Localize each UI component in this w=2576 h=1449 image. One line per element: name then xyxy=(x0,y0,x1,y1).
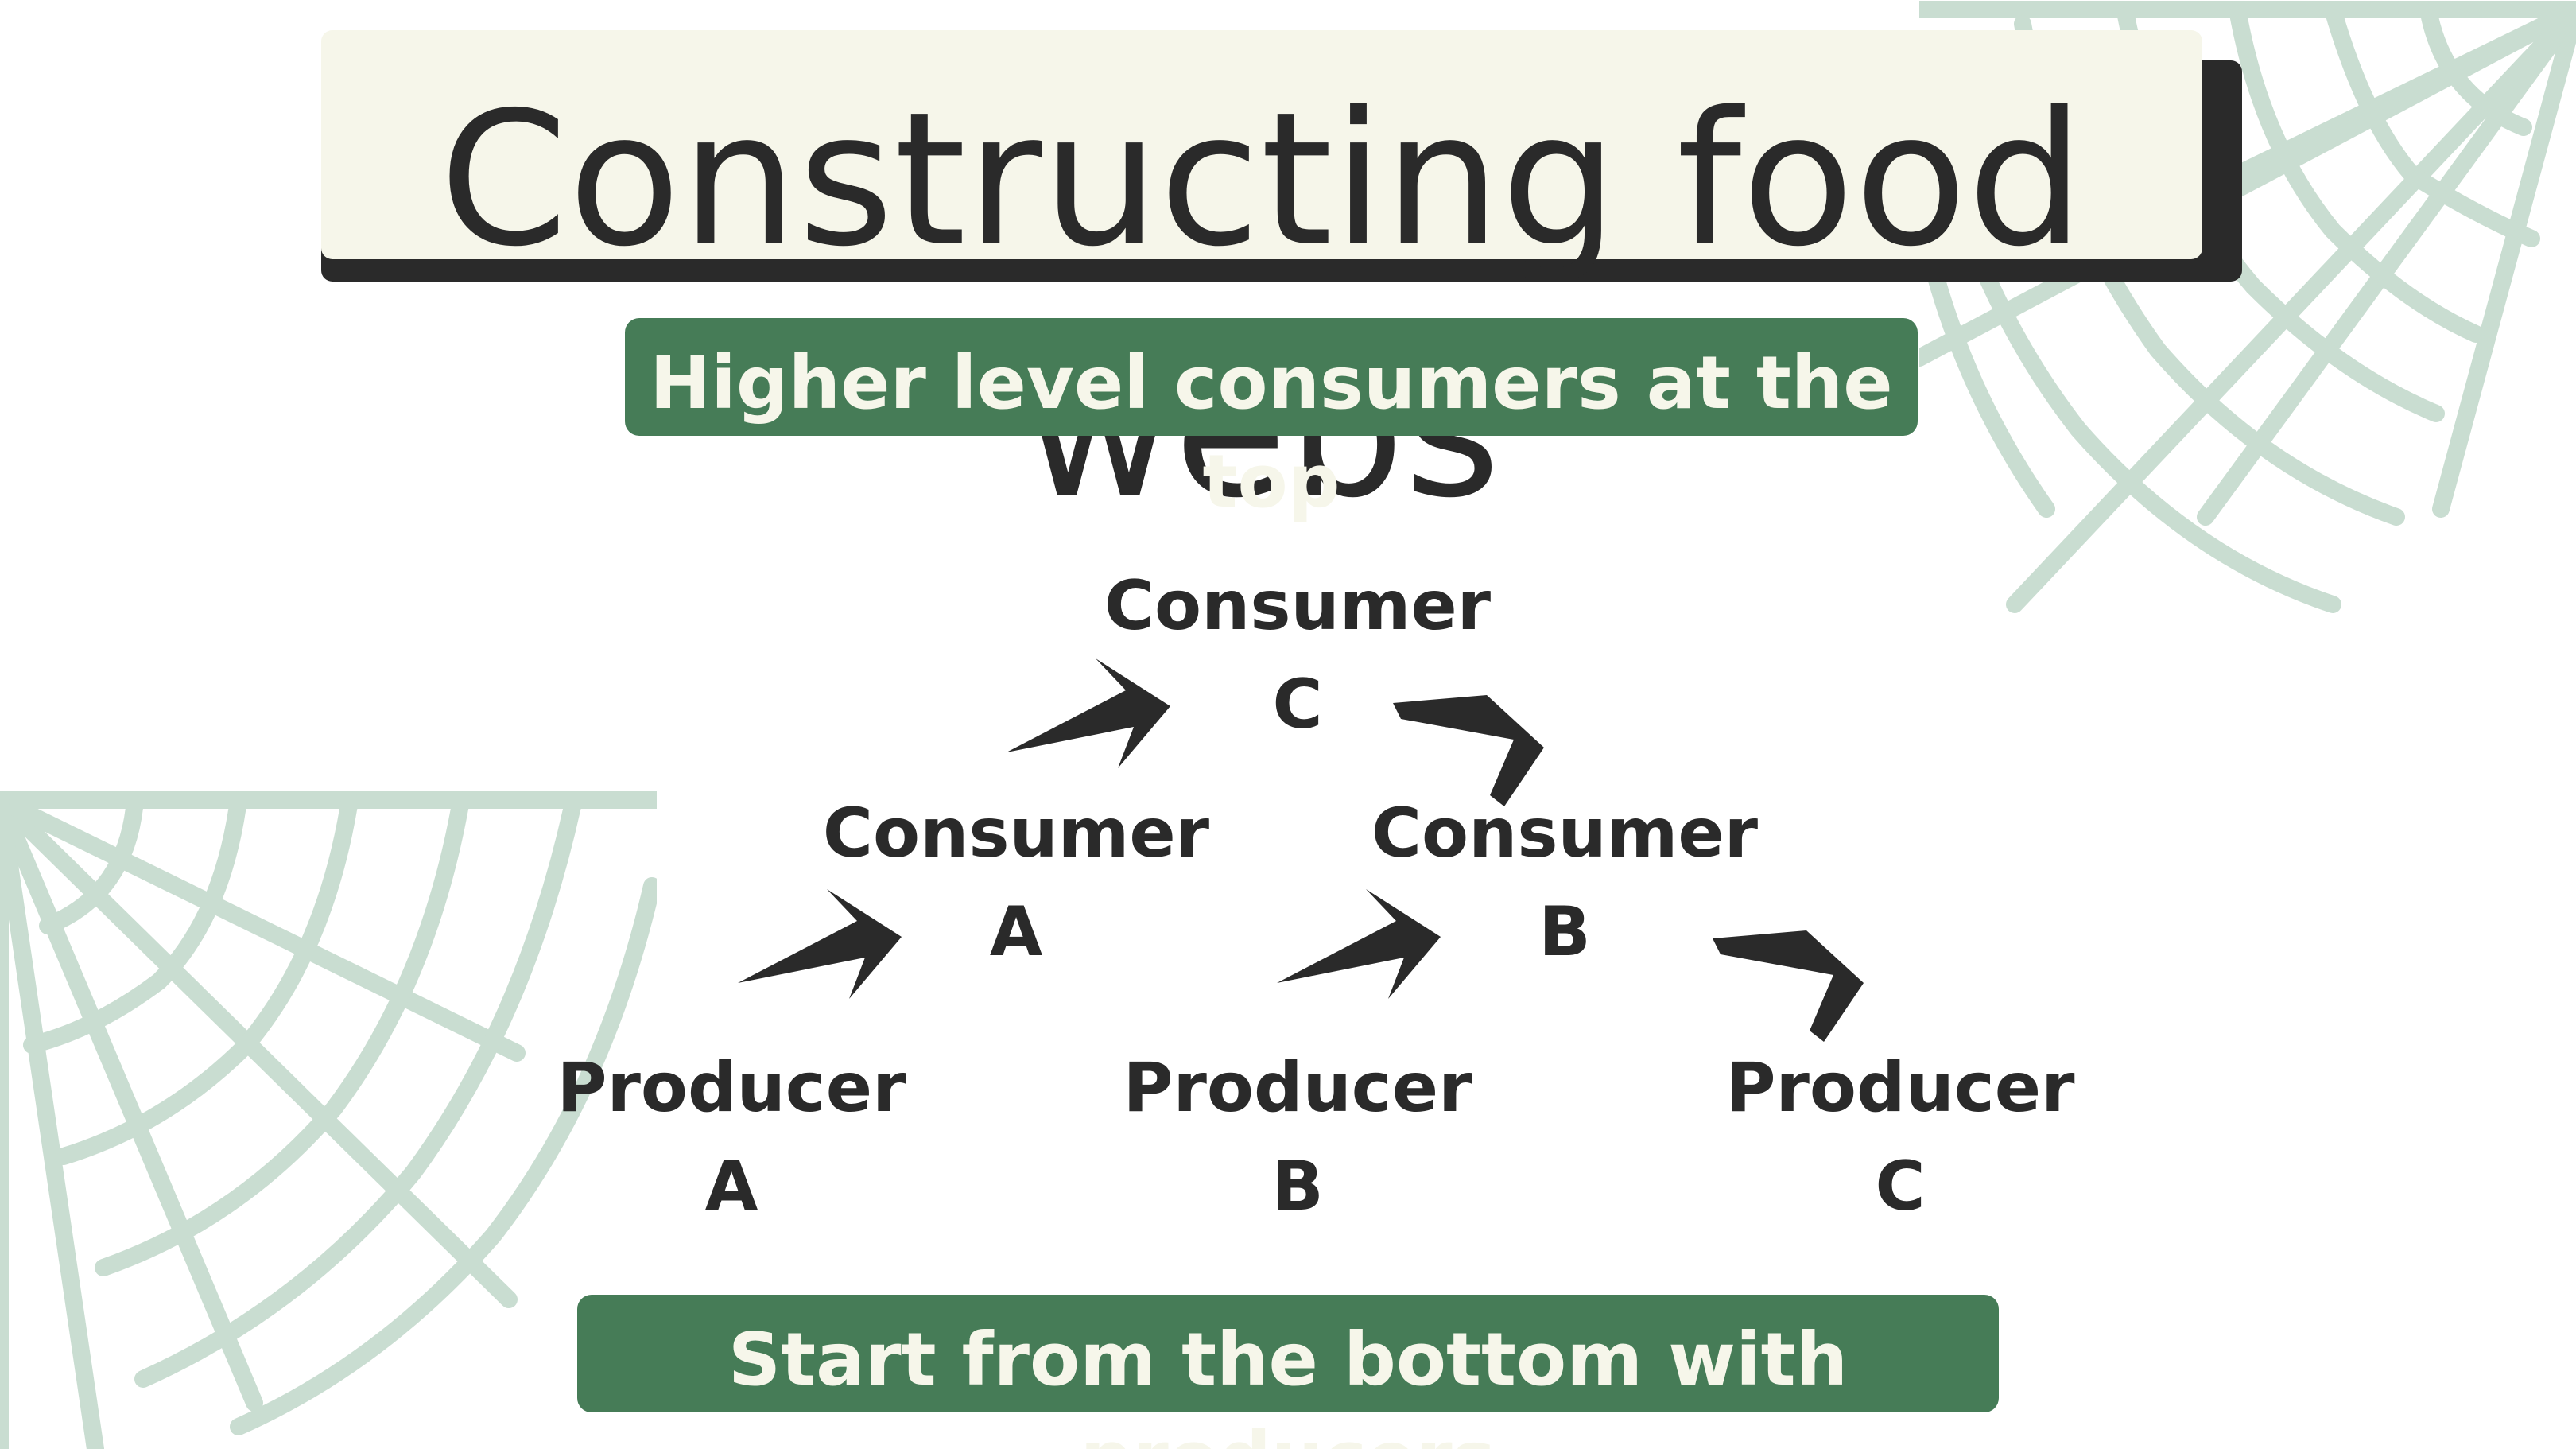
node-letter: B xyxy=(1538,892,1591,972)
node-consumer-b: Consumer B xyxy=(1326,784,1803,981)
top-banner-text: Higher level consumers at the top xyxy=(650,340,1893,524)
node-consumer-c: Consumer C xyxy=(1059,557,1536,754)
node-letter: C xyxy=(1272,665,1323,744)
node-producer-b: Producer B xyxy=(1059,1039,1536,1236)
node-name: Producer xyxy=(1123,1048,1472,1128)
node-name: Producer xyxy=(1725,1048,2075,1128)
bottom-banner xyxy=(577,1295,1999,1412)
node-name: Consumer xyxy=(1371,794,1759,873)
node-name: Producer xyxy=(557,1048,906,1128)
top-banner xyxy=(625,318,1918,436)
spider-web-icon xyxy=(0,791,657,1449)
node-name: Consumer xyxy=(1104,566,1492,646)
title-line-1: Constructing food xyxy=(439,72,2085,287)
node-consumer-a: Consumer A xyxy=(778,784,1255,981)
node-letter: B xyxy=(1271,1147,1324,1226)
node-producer-c: Producer C xyxy=(1662,1039,2139,1236)
node-name: Consumer xyxy=(822,794,1210,873)
title-card xyxy=(321,30,2202,259)
node-letter: A xyxy=(989,892,1043,972)
node-letter: C xyxy=(1875,1147,1926,1226)
bottom-banner-text: Start from the bottom with producers xyxy=(727,1317,1849,1449)
node-producer-a: Producer A xyxy=(493,1039,970,1236)
node-letter: A xyxy=(704,1147,758,1226)
